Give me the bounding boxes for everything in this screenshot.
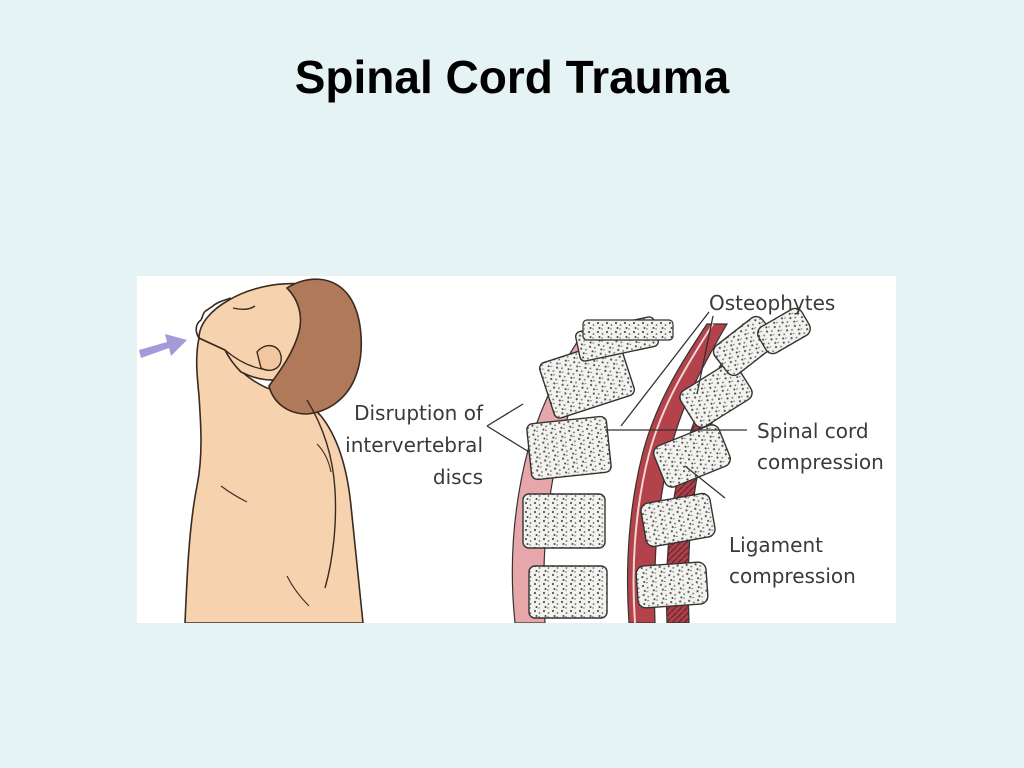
spine-trauma-figure: Osteophytes Disruption of intervertebral…	[137, 276, 896, 623]
leader-lines	[486, 311, 747, 499]
label-spinal-cord-line1: Spinal cord	[757, 419, 869, 443]
label-ligament-line1: Ligament	[729, 533, 823, 557]
slide-title: Spinal Cord Trauma	[294, 51, 730, 103]
label-disruption-line2: intervertebral	[345, 433, 483, 457]
label-disruption-line1: Disruption of	[354, 401, 484, 425]
label-disruption-line3: discs	[433, 465, 483, 489]
label-ligament-line2: compression	[729, 564, 856, 588]
label-osteophytes: Osteophytes	[709, 291, 835, 315]
spine-trauma-svg: Osteophytes Disruption of intervertebral…	[139, 278, 884, 623]
label-spinal-cord-line2: compression	[757, 450, 884, 474]
person-illustration	[184, 278, 364, 623]
spine-section	[511, 307, 811, 623]
impact-arrow-icon	[139, 334, 187, 358]
ear	[256, 345, 282, 372]
